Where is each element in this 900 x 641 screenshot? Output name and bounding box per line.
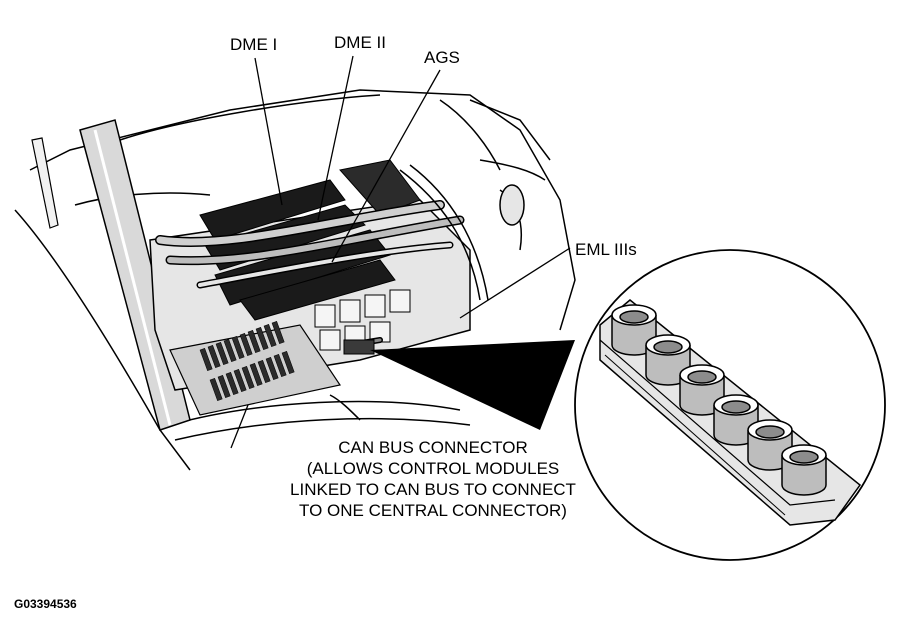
- caption-line-4: TO ONE CENTRAL CONNECTOR): [299, 501, 567, 520]
- can-bus-connector-small: [343, 339, 375, 355]
- leader-ags: [331, 69, 441, 263]
- can-bus-caption: CAN BUS CONNECTOR (ALLOWS CONTROL MODULE…: [268, 437, 598, 521]
- caption-line-2: (ALLOWS CONTROL MODULES: [306, 459, 560, 478]
- bracket: [31, 137, 59, 229]
- relay-blocks: [314, 289, 411, 351]
- caption-line-3: LINKED TO CAN BUS TO CONNECT: [290, 480, 576, 499]
- label-dme-1: DME I: [230, 35, 278, 54]
- engine-bay-outline: [14, 89, 576, 471]
- fuse-block: [199, 320, 295, 401]
- figure-id: G03394536: [14, 597, 77, 611]
- leader-dme2: [317, 55, 354, 221]
- leader-dme1: [254, 57, 283, 206]
- wire-harness: [155, 200, 465, 348]
- socket-3: [679, 364, 725, 416]
- socket-2: [645, 334, 691, 386]
- leader-lines: [230, 55, 571, 449]
- caption-line-1: CAN BUS CONNECTOR: [338, 438, 528, 457]
- socket-4: [713, 394, 759, 446]
- right-bay-edge: [399, 164, 525, 301]
- connector-sockets: [611, 304, 827, 496]
- socket-6: [781, 444, 827, 496]
- leader-can-bus: [230, 404, 249, 449]
- callout-wedge: [370, 340, 575, 430]
- socket-1: [611, 304, 657, 356]
- leader-eml: [459, 247, 571, 319]
- label-dme-2: DME II: [334, 33, 386, 52]
- label-ags: AGS: [424, 48, 460, 67]
- label-eml-iiis: EML IIIs: [575, 240, 637, 259]
